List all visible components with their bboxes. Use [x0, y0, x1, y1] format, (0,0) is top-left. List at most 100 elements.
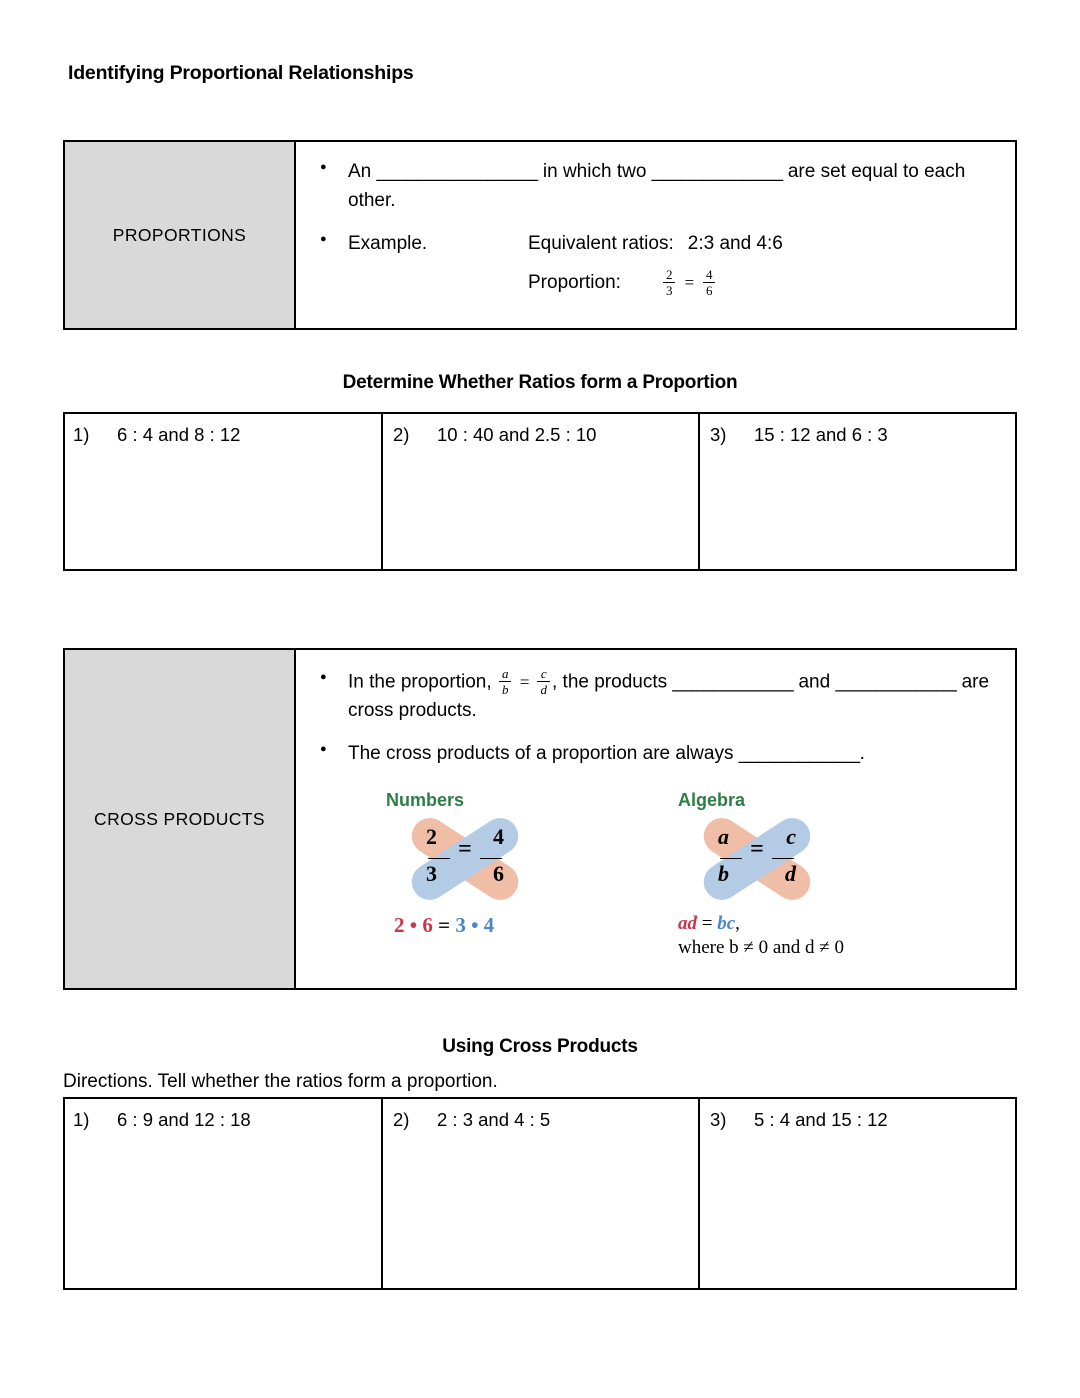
algebra-condition-text: where b ≠ 0 and d ≠ 0: [678, 937, 844, 958]
proportion-fraction-right: 4 6: [702, 266, 716, 297]
proportion-fraction-left: 2 3: [662, 266, 676, 297]
table-cell-problem-5[interactable]: 2) 2 : 3 and 4 : 5: [383, 1099, 700, 1288]
cp-left-denominator: b: [498, 681, 512, 696]
numbers-bottom-right: 6: [493, 861, 504, 886]
proportion-label: Proportion:: [528, 271, 621, 293]
algebra-equation-left: ad: [678, 913, 697, 934]
problem-5-text: 2 : 3 and 4 : 5: [437, 1109, 551, 1130]
cross-products-label-text: CROSS PRODUCTS: [94, 808, 265, 829]
numbers-top-right: 4: [493, 824, 504, 849]
cp-left-numerator: a: [501, 666, 509, 681]
equivalent-ratios-label: Equivalent ratios:: [528, 232, 674, 254]
definition-part1: An: [348, 161, 372, 182]
cp-right-denominator: d: [537, 681, 550, 696]
algebra-fraction-bar-right: [772, 858, 794, 859]
numbers-fraction-bar-left: [428, 858, 450, 859]
problem-6-text: 5 : 4 and 15 : 12: [754, 1109, 888, 1130]
numbers-top-left: 2: [426, 824, 437, 849]
problem-2-index: 2): [393, 424, 410, 445]
using-cross-products-problems-table: 1)6 : 9 and 12 : 18 2) 2 : 3 and 4 : 5 3)…: [63, 1097, 1017, 1290]
cp-fraction-right: c d: [537, 667, 550, 696]
algebra-top-left: a: [718, 824, 729, 849]
determine-proportion-problems-table: 1) 6 : 4 and 8 : 12 2) 10 : 40 and 2.5 : 1…: [63, 412, 1017, 571]
cp-always-blank-1[interactable]: ____________: [738, 743, 860, 765]
problem-6-index: 3): [710, 1109, 727, 1130]
equivalent-ratios-value: 2:3 and 4:6: [687, 232, 783, 254]
proportion-right-numerator: 4: [705, 266, 713, 282]
algebra-equation-comma: ,: [735, 913, 740, 934]
algebra-diagram-values: a b = c d: [700, 821, 814, 897]
algebra-equation-equals: =: [701, 913, 713, 934]
section-heading-determine: Determine Whether Ratios form a Proporti…: [342, 372, 738, 393]
definition-blank-1[interactable]: ________________: [376, 161, 539, 182]
cp-definition-part4: are cross products.: [348, 671, 990, 722]
definition-blank-2[interactable]: _____________: [651, 161, 783, 182]
numbers-panel: Numbers 2 3 = 4 6: [296, 790, 596, 959]
proportions-bullet-definition: An ________________ in which two _______…: [312, 157, 1001, 216]
cross-products-content-cell: In the proportion, a b = c d , the produ…: [296, 650, 1015, 988]
numbers-fraction-bar-right: [480, 858, 502, 859]
cp-fraction-left: a b: [498, 666, 512, 696]
table-cell-problem-6[interactable]: 3) 5 : 4 and 15 : 12: [700, 1099, 1015, 1288]
algebra-equation-right: bc: [717, 913, 736, 934]
algebra-panel: Algebra a b = c d: [596, 790, 916, 959]
cross-products-bullet-definition: In the proportion, a b = c d , the produ…: [312, 666, 1001, 726]
problem-3-index: 3): [710, 424, 727, 445]
numbers-diagram-values: 2 3 = 4 6: [408, 821, 522, 897]
problem-2-text: 10 : 40 and 2.5 : 10: [437, 424, 597, 445]
table-cell-problem-3[interactable]: 3)15 : 12 and 6 : 3: [700, 414, 1015, 569]
proportion-right-denominator: 6: [702, 281, 716, 297]
algebra-cross-product-diagram: a b = c d: [696, 811, 818, 907]
table-cell-problem-2[interactable]: 2) 10 : 40 and 2.5 : 10: [383, 414, 700, 569]
cp-always-part2: .: [859, 743, 865, 765]
cp-definition-part2: , the products: [551, 671, 668, 693]
proportion-equals-sign: =: [683, 273, 695, 293]
example-row-proportion: Proportion: 2 3 = 4 6: [348, 266, 1001, 298]
example-label: Example.: [348, 232, 428, 254]
proportions-bullet-list: An ________________ in which two _______…: [312, 157, 1001, 298]
algebra-cross-product-equation: ad = bc,: [678, 913, 916, 935]
proportions-bullet-example: Example. Equivalent ratios: 2:3 and 4:6 …: [312, 229, 1001, 298]
numbers-equation-right: 3 • 4: [455, 913, 495, 937]
numbers-cross-product-equation: 2 • 6 = 3 • 4: [394, 913, 596, 938]
numbers-cross-product-diagram: 2 3 = 4 6: [404, 811, 526, 907]
cp-definition-blank-2[interactable]: ____________: [835, 671, 957, 693]
table-cell-problem-1[interactable]: 1) 6 : 4 and 8 : 12: [65, 414, 383, 569]
algebra-bottom-right: d: [785, 861, 796, 886]
proportions-label-cell: PROPORTIONS: [65, 142, 296, 328]
proportion-left-denominator: 3: [662, 281, 676, 297]
cross-products-table: CROSS PRODUCTS In the proportion, a b = …: [63, 648, 1017, 990]
cross-products-label-cell: CROSS PRODUCTS: [65, 650, 296, 988]
proportions-table: PROPORTIONS An ________________ in which…: [63, 140, 1017, 330]
cp-definition-blank-1[interactable]: ____________: [672, 671, 794, 693]
cp-always-part1: The cross products of a proportion are a…: [348, 743, 734, 765]
algebra-bottom-left: b: [718, 861, 729, 886]
directions-text: Directions. Tell whether the ratios form…: [63, 1071, 498, 1092]
problem-4-text: 6 : 9 and 12 : 18: [117, 1109, 251, 1130]
example-row-equivalent: Example. Equivalent ratios: 2:3 and 4:6: [348, 230, 1001, 259]
definition-part3: are set equal to each other.: [348, 161, 966, 211]
numbers-panel-title: Numbers: [386, 790, 465, 810]
algebra-condition: where b ≠ 0 and d ≠ 0: [678, 937, 916, 959]
problem-5-index: 2): [393, 1109, 410, 1130]
cross-products-bullet-always: The cross products of a proportion are a…: [312, 739, 1001, 769]
definition-part2: in which two: [542, 161, 647, 182]
problem-1-index: 1): [73, 424, 90, 445]
algebra-fraction-bar-left: [720, 858, 742, 859]
cp-equals-sign: =: [518, 672, 531, 692]
section-heading-using-cross-products: Using Cross Products: [442, 1036, 638, 1057]
numbers-equation-equals: =: [438, 913, 451, 937]
numbers-bottom-left: 3: [426, 861, 437, 886]
algebra-panel-title: Algebra: [678, 790, 746, 810]
cross-products-bullet-list: In the proportion, a b = c d , the produ…: [312, 666, 1001, 769]
cp-right-numerator: c: [540, 666, 547, 681]
table-cell-problem-4[interactable]: 1)6 : 9 and 12 : 18: [65, 1099, 383, 1288]
proportions-content-cell: An ________________ in which two _______…: [296, 142, 1015, 328]
problem-1-text: 6 : 4 and 8 : 12: [117, 424, 241, 445]
cp-definition-part3: and: [798, 671, 831, 693]
algebra-top-right: c: [786, 824, 796, 849]
proportions-label-text: PROPORTIONS: [112, 224, 247, 245]
cross-products-visuals: Numbers 2 3 = 4 6: [296, 790, 1015, 959]
proportion-left-numerator: 2: [665, 266, 673, 282]
